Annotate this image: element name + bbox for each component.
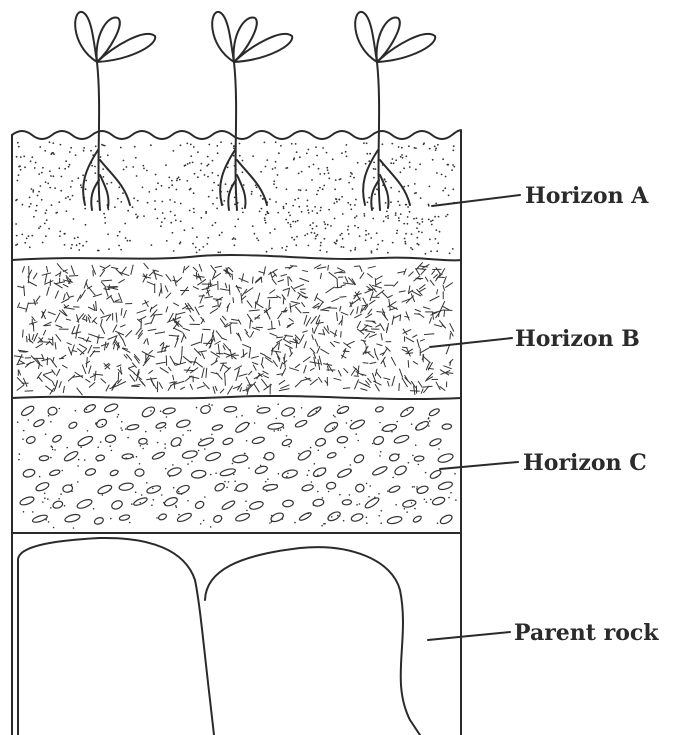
parent-rock-leader-line: [428, 632, 510, 640]
horizon-b-c-boundary: [12, 396, 461, 399]
plants-group: [75, 12, 435, 210]
parent-rock-label: Parent rock: [514, 620, 659, 646]
parent-rock-boulder-right: [205, 547, 420, 735]
horizon-a-leader-line: [432, 195, 520, 206]
horizon-c-soil-texture: [17, 402, 457, 528]
seedling-3: [355, 12, 435, 210]
horizon-c-label: Horizon C: [523, 450, 647, 476]
parent-rock-boulder-left: [18, 538, 214, 735]
horizon-b-leader-line: [430, 338, 512, 347]
horizon-c-leader-line: [440, 462, 518, 469]
horizon-a-b-boundary: [12, 255, 461, 260]
horizon-b-label: Horizon B: [515, 326, 640, 352]
horizon-b-soil-texture: [14, 262, 454, 395]
seedling-1: [75, 12, 155, 210]
horizon-a-label: Horizon A: [525, 183, 649, 209]
seedling-2: [212, 12, 292, 210]
